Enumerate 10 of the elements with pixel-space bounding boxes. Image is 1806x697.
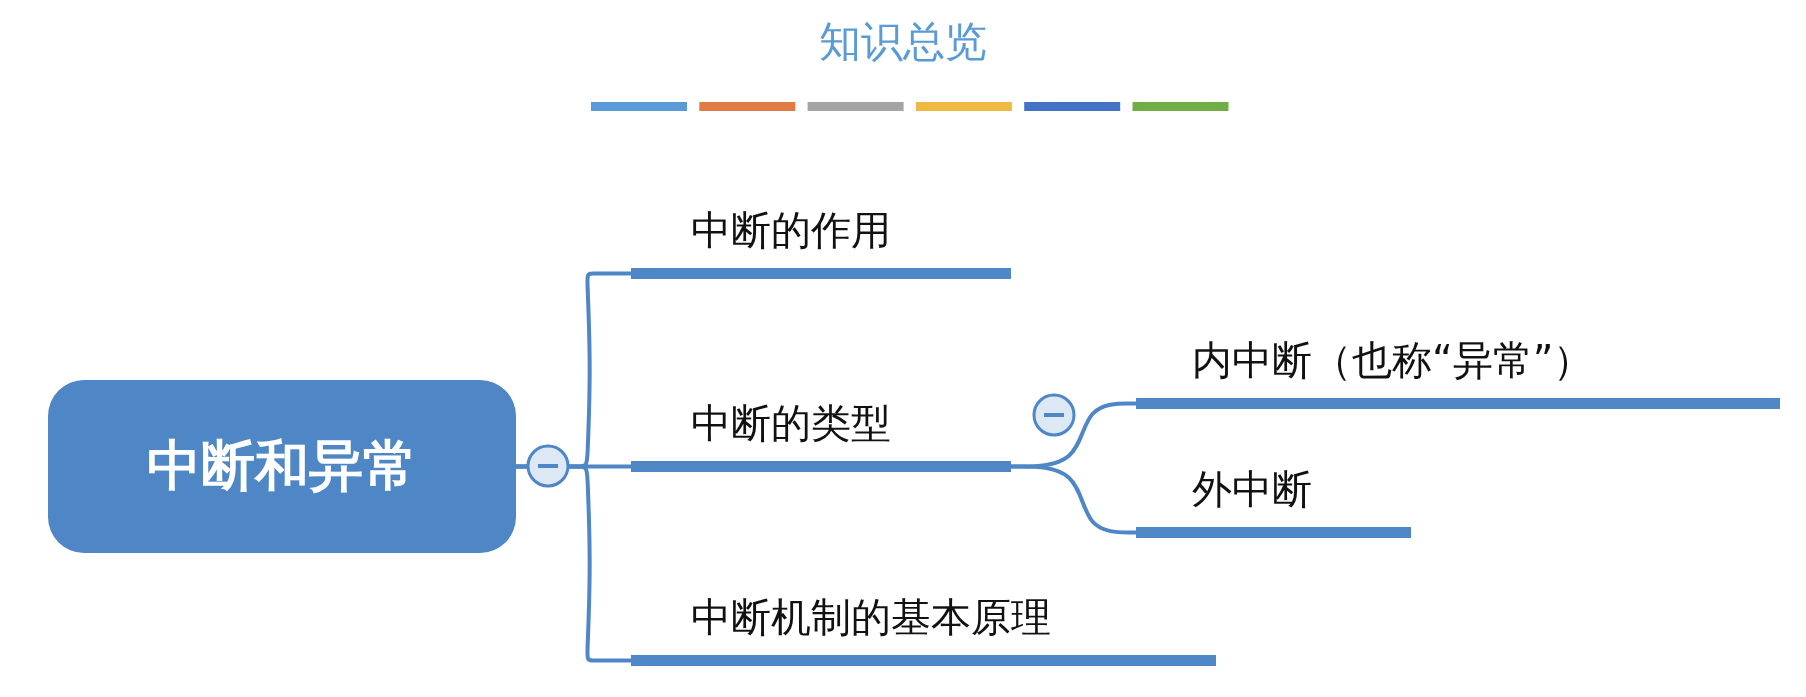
topic-label: 中断和异常 <box>147 433 417 499</box>
connector-line <box>516 464 631 663</box>
connector-line <box>1011 464 1136 535</box>
topic-label: 中断机制的基本原理 <box>691 593 1051 642</box>
topic-label: 外中断 <box>1192 465 1312 514</box>
title: 知识总览 <box>819 17 987 66</box>
topic-label: 中断的作用 <box>691 206 891 255</box>
root-topic-box <box>48 380 516 553</box>
topic-label: 内中断（也称“异常”） <box>1192 336 1594 385</box>
topic-label: 中断的类型 <box>691 399 891 448</box>
